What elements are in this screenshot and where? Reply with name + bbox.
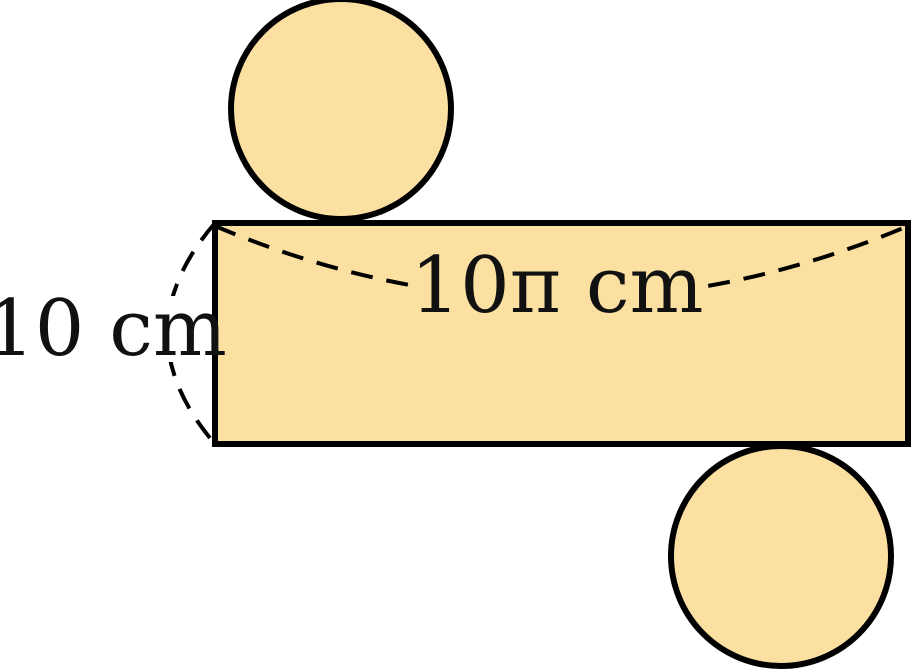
- circumference-label: 10π cm: [411, 241, 704, 331]
- bottom-base-circle: [668, 443, 894, 669]
- circumference-label-background: [418, 250, 696, 320]
- height-label: 10 cm: [0, 284, 227, 374]
- height-label-background: [2, 296, 210, 362]
- top-base-circle: [228, 0, 454, 222]
